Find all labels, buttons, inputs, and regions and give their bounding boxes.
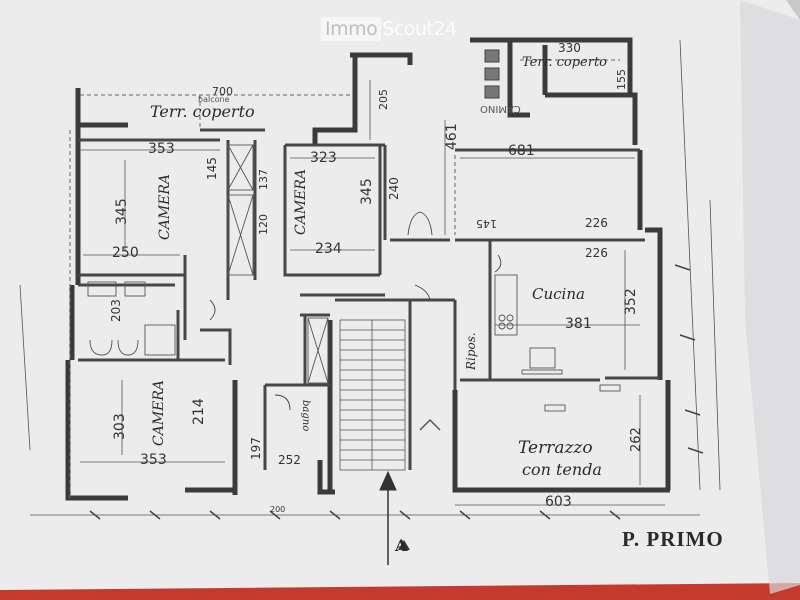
- dim-240: 240: [387, 177, 401, 200]
- dim-226-b: 226: [585, 246, 608, 260]
- wardrobes: [227, 144, 329, 384]
- label-con-tenda: con tenda: [522, 460, 602, 479]
- watermark-part2: Scout24: [382, 18, 457, 40]
- dim-681: 681: [508, 143, 535, 159]
- dim-352: 352: [623, 288, 639, 315]
- dim-137: 137: [257, 169, 270, 190]
- dim-234: 234: [315, 241, 342, 257]
- red-surface: [0, 583, 800, 600]
- dimension-lines: [19, 39, 721, 516]
- dim-197: 197: [249, 437, 263, 460]
- bathroom-fixtures: [87, 281, 176, 356]
- label-camino: CAMINO: [480, 103, 521, 114]
- dim-323: 323: [310, 150, 337, 166]
- label-terr-coperto-left: Terr. coperto: [150, 102, 255, 121]
- label-terrazzo: Terrazzo: [518, 438, 593, 458]
- exterior-walls: [65, 37, 671, 501]
- door-swings: [209, 211, 502, 411]
- dim-214: 214: [191, 398, 207, 425]
- section-marker-label: A: [395, 536, 408, 555]
- watermark-part1: Immo: [321, 17, 382, 41]
- dim-262: 262: [629, 427, 644, 452]
- label-balcone: balcone: [198, 95, 230, 104]
- staircase: [339, 319, 441, 471]
- floor-title: P. PRIMO: [622, 527, 724, 551]
- dim-155: 155: [615, 69, 628, 90]
- dim-303: 303: [112, 413, 128, 440]
- label-bagno: bagno: [300, 400, 311, 432]
- dim-330: 330: [558, 41, 581, 55]
- kitchen-fixtures: [494, 274, 621, 412]
- dim-381: 381: [565, 316, 592, 332]
- label-terr-coperto-right: Terr. coperto: [522, 55, 608, 70]
- dim-226-a: 226: [585, 216, 608, 230]
- dim-145-mirror: 145: [476, 217, 497, 230]
- page-fold-shadow: [740, 0, 800, 594]
- dim-120: 120: [257, 214, 270, 235]
- dim-345-left: 345: [114, 198, 130, 225]
- dim-205: 205: [377, 89, 390, 110]
- dim-461: 461: [444, 123, 460, 150]
- dim-250: 250: [112, 245, 139, 261]
- dim-353-top: 353: [148, 141, 175, 157]
- dim-145: 145: [205, 157, 219, 180]
- dim-700: 700: [212, 85, 233, 98]
- dim-200: 200: [270, 505, 286, 514]
- balcony-outlines: [69, 59, 620, 500]
- dim-345-mid: 345: [359, 178, 375, 205]
- dim-203: 203: [109, 299, 123, 322]
- label-cucina: Cucina: [532, 285, 585, 303]
- label-camera-bottom: CAMERA: [151, 379, 167, 446]
- section-marker-arrow: [398, 540, 410, 550]
- label-camera-top-mid: CAMERA: [293, 168, 309, 235]
- label-ripostiglio: Ripos.: [464, 332, 478, 370]
- dim-353-bottom: 353: [140, 452, 167, 468]
- dim-252: 252: [278, 453, 301, 467]
- label-camera-top-left: CAMERA: [157, 173, 173, 240]
- tick-marks: [89, 264, 704, 520]
- dim-603: 603: [545, 494, 572, 510]
- entrance-arrow: [379, 470, 397, 565]
- fireplace: [484, 49, 500, 99]
